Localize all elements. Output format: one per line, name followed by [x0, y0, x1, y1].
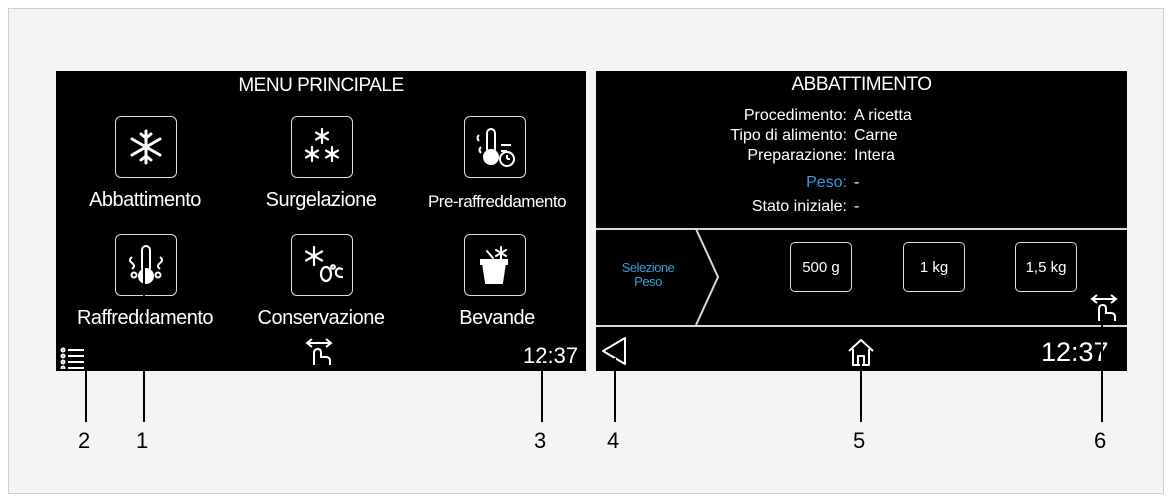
info-row-tipo-alimento: Tipo di alimento: Carne — [596, 127, 1127, 145]
menu-item-label: Bevande — [459, 307, 535, 329]
callout-number: 6 — [1094, 428, 1107, 453]
weight-label: 1 kg — [919, 258, 949, 276]
info-value: A ricetta — [854, 107, 912, 124]
callout-line-2 — [85, 350, 87, 422]
menu-item-bevande[interactable]: Bevande — [412, 234, 582, 354]
divider — [596, 228, 1127, 230]
info-key: Tipo di alimento: — [730, 127, 847, 144]
triple-snowflake-icon — [291, 116, 353, 178]
ice-bucket-icon — [464, 234, 526, 296]
menu-item-label: Pre-raffreddamento — [427, 192, 567, 211]
callout-number: 1 — [136, 428, 149, 453]
weight-option-1kg[interactable]: 1 kg — [903, 242, 965, 292]
info-value: Intera — [854, 147, 895, 164]
weight-option-500g[interactable]: 500 g — [790, 242, 852, 292]
selector-label: Selezione — [621, 260, 675, 275]
info-row-stato-iniziale: Stato iniziale: - — [596, 198, 1127, 216]
callout-number: 4 — [607, 428, 620, 453]
info-key: Stato iniziale: — [751, 198, 847, 215]
snowflake-zero-celsius-icon — [291, 234, 353, 296]
callout-line-3 — [541, 358, 543, 422]
info-value: - — [854, 198, 860, 215]
swipe-gesture-icon — [1089, 293, 1123, 328]
weight-label: 500 g — [802, 258, 840, 276]
clock-time: 12:37 — [523, 343, 579, 368]
weight-label: 1,5 kg — [1025, 258, 1067, 276]
menu-item-label: Surgelazione — [265, 189, 377, 211]
weight-selector-tab[interactable]: Selezione Peso — [600, 261, 696, 289]
info-row-procedimento: Procedimento: A ricetta — [596, 107, 1127, 125]
menu-item-label: Conservazione — [257, 307, 385, 329]
info-row-peso: Peso: - — [596, 174, 1127, 192]
thermometer-icon — [115, 234, 177, 296]
menu-item-pre-raffreddamento[interactable]: Pre-raffreddamento — [412, 116, 582, 236]
callout-line-1 — [143, 268, 145, 422]
callout-number: 2 — [78, 428, 91, 453]
main-menu-screen: MENU PRINCIPALE Abbattimento Surgelazion… — [56, 71, 586, 371]
selector-chevron-shape — [695, 229, 720, 325]
info-key: Preparazione: — [747, 147, 847, 164]
thermometer-timer-icon — [464, 116, 526, 178]
page-title: MENU PRINCIPALE — [238, 75, 404, 96]
info-value: Carne — [854, 127, 898, 144]
callout-line-5 — [860, 362, 862, 422]
divider — [596, 325, 1127, 327]
menu-item-label: Raffreddamento — [76, 307, 214, 329]
back-arrow-icon[interactable] — [600, 336, 628, 371]
menu-item-surgelazione[interactable]: Surgelazione — [236, 116, 406, 236]
list-menu-icon[interactable] — [60, 347, 86, 371]
page-title: ABBATTIMENTO — [791, 74, 932, 95]
info-value: - — [854, 174, 860, 191]
swipe-gesture-icon — [304, 337, 340, 371]
callout-line-4 — [614, 358, 616, 422]
selector-label: Peso — [634, 274, 662, 289]
weight-option-1-5kg[interactable]: 1,5 kg — [1015, 242, 1077, 292]
callout-line-6 — [1101, 306, 1103, 422]
menu-item-abbattimento[interactable]: Abbattimento — [60, 116, 230, 236]
info-key-highlighted: Peso: — [806, 174, 847, 191]
callout-number: 5 — [853, 428, 866, 453]
chill-detail-screen: ABBATTIMENTO Procedimento: A ricetta Tip… — [596, 71, 1127, 371]
clock-time: 12:37 — [1041, 337, 1109, 367]
menu-item-label: Abbattimento — [89, 189, 201, 211]
snowflake-icon — [115, 116, 177, 178]
menu-item-conservazione[interactable]: Conservazione — [236, 234, 406, 354]
info-row-preparazione: Preparazione: Intera — [596, 147, 1127, 165]
callout-number: 3 — [534, 428, 547, 453]
menu-item-raffreddamento[interactable]: Raffreddamento — [60, 234, 230, 354]
info-key: Procedimento: — [743, 107, 847, 124]
